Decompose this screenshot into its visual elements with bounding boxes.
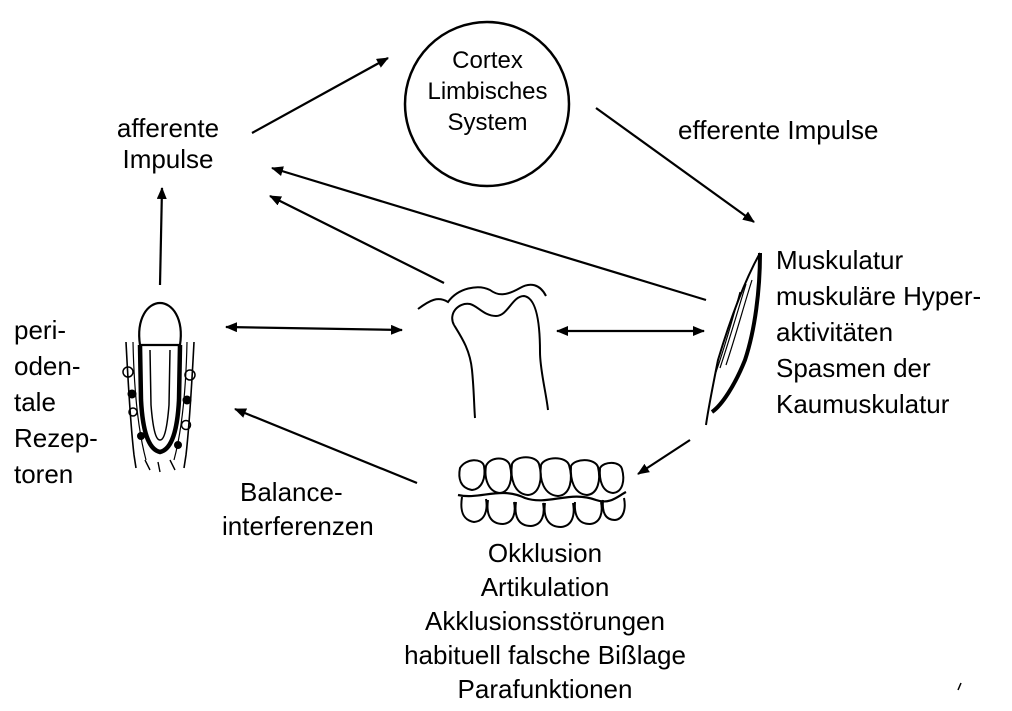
- receptors-line-1: peri-: [14, 312, 98, 348]
- receptors-line-3: tale: [14, 384, 98, 420]
- occlusion-label: Okklusion Artikulation Akklusionsstörung…: [385, 536, 705, 706]
- occlusion-line-3: Akklusionsstörungen: [385, 604, 705, 638]
- afferent-impulses-label: afferente Impulse: [108, 113, 228, 175]
- arrow-receptors-to-afferent: [160, 188, 162, 285]
- muscle-spindle-icon: [706, 253, 760, 425]
- tooth-with-periodontal-receptors-icon: [123, 303, 195, 472]
- arrow-tooth-joint-double: [226, 327, 402, 330]
- muscle-line-4: Spasmen der: [776, 350, 981, 386]
- arrow-muscle-to-afferent: [272, 168, 706, 300]
- dental-arch-teeth-icon: [458, 457, 626, 527]
- muscle-line-3: aktivitäten: [776, 314, 981, 350]
- muscle-label: Muskulatur muskuläre Hyper- aktivitäten …: [776, 242, 981, 422]
- balance-interference-label: Balance- interferenzen: [222, 475, 374, 543]
- muscle-line-1: Muskulatur: [776, 242, 981, 278]
- temporomandibular-joint-icon: [418, 285, 548, 418]
- cortex-line-1: Cortex: [400, 45, 575, 76]
- occlusion-line-1: Okklusion: [385, 536, 705, 570]
- stray-mark: [958, 683, 961, 690]
- arrow-joint-to-afferent: [270, 196, 444, 283]
- efferent-impulses-label: efferente Impulse: [678, 115, 878, 146]
- cortex-line-3: System: [400, 107, 575, 138]
- arrow-afferent-to-cortex: [252, 58, 388, 133]
- periodontal-receptors-label: peri- oden- tale Rezep- toren: [14, 312, 98, 492]
- afferent-line-2: Impulse: [108, 144, 228, 175]
- afferent-line-1: afferente: [108, 113, 228, 144]
- occlusion-line-4: habituell falsche Bißlage: [385, 638, 705, 672]
- receptors-line-2: oden-: [14, 348, 98, 384]
- arrow-balance-to-tooth: [235, 409, 417, 483]
- receptors-line-4: Rezep-: [14, 420, 98, 456]
- occlusion-line-5: Parafunktionen: [385, 672, 705, 706]
- balance-line-2: interferenzen: [222, 509, 374, 543]
- receptors-line-5: toren: [14, 456, 98, 492]
- occlusion-line-2: Artikulation: [385, 570, 705, 604]
- cortex-label: Cortex Limbisches System: [400, 45, 575, 138]
- balance-line-1: Balance-: [222, 475, 374, 509]
- arrow-muscle-to-teeth: [638, 440, 690, 474]
- cortex-line-2: Limbisches: [400, 76, 575, 107]
- muscle-line-5: Kaumuskulatur: [776, 386, 981, 422]
- muscle-line-2: muskuläre Hyper-: [776, 278, 981, 314]
